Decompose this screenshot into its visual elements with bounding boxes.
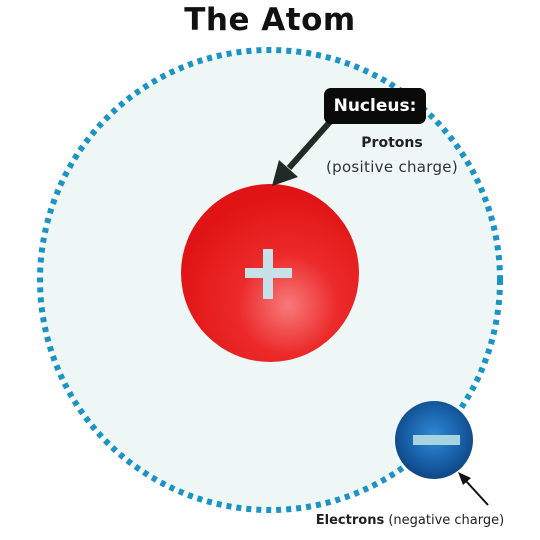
electron-caption: Electrons (negative charge) (283, 511, 537, 531)
diagram-title: The Atom (184, 2, 356, 38)
protons-label: Protons (361, 135, 423, 151)
minus-icon (413, 435, 460, 445)
electron-pointer-arrow (458, 472, 489, 506)
plus-icon (245, 249, 292, 299)
nucleus-pointer-arrow (272, 113, 339, 186)
protons-charge-label: (positive charge) (325, 158, 458, 176)
electrons-charge-label: (negative charge) (388, 513, 505, 528)
electrons-label: Electrons (315, 513, 385, 528)
nucleus-label: Nucleus: (324, 88, 426, 124)
electron-orbit (37, 47, 503, 513)
